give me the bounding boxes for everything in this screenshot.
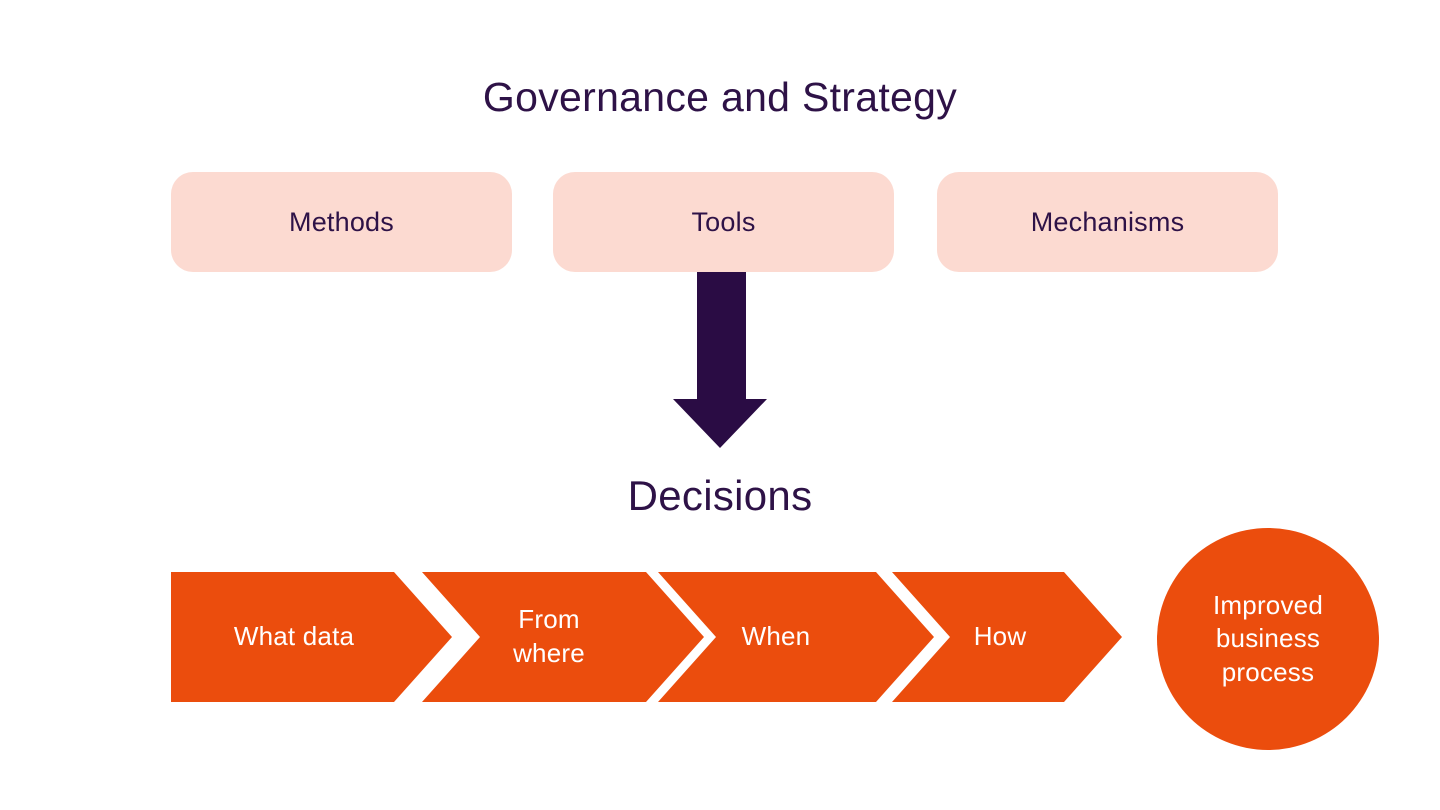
process-step-label: When [741,621,811,652]
pillar-box-methods: Methods [171,172,512,272]
process-step-what-data: What data [171,572,452,702]
down-arrow-icon [673,272,767,448]
outcome-circle: Improved business process [1157,528,1379,750]
decisions-heading: Decisions [627,472,813,519]
process-step-label: How [973,621,1027,652]
pillar-box-tools: Tools [553,172,894,272]
pillar-label-mechanisms: Mechanisms [1030,206,1185,237]
outcome-label: Improved business process [1213,590,1323,687]
pillar-label-methods: Methods [289,206,394,237]
pillar-label-tools: Tools [691,206,756,237]
process-step-from-where: From where [422,572,704,702]
process-step-label: From where [513,604,585,668]
pillar-box-mechanisms: Mechanisms [937,172,1278,272]
process-step-label: What data [233,621,355,652]
page-title: Governance and Strategy [482,74,958,120]
